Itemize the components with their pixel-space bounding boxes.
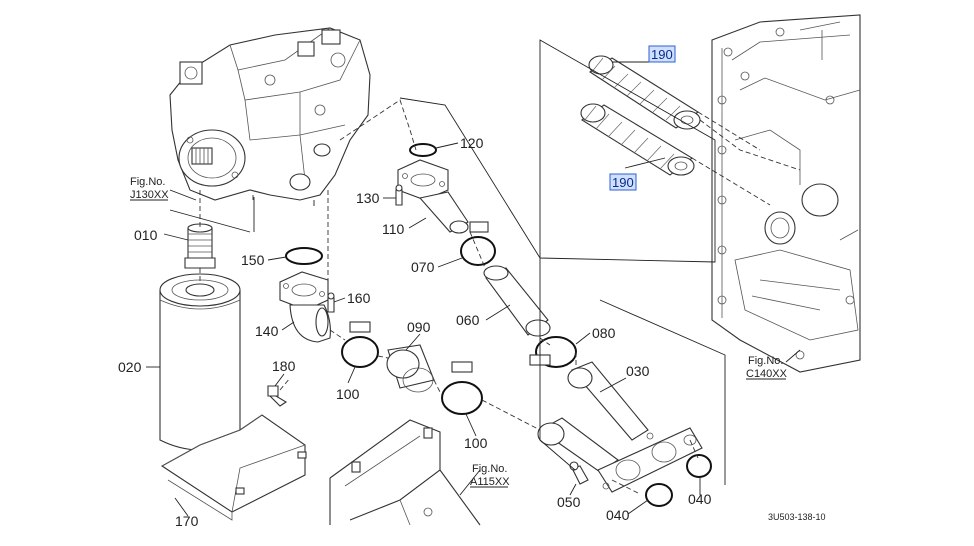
part-040-oring-upper — [686, 454, 712, 478]
part-110-flange-elbow — [397, 159, 469, 234]
part-labels: 120 130 110 070 010 150 160 140 090 060 … — [118, 135, 712, 529]
part-label-020[interactable]: 020 — [118, 359, 142, 375]
part-010-fitting — [184, 223, 216, 269]
part-150-oring — [285, 247, 323, 265]
part-060-hose — [483, 265, 551, 337]
part-label-060[interactable]: 060 — [456, 312, 480, 328]
hydraulic-pump — [169, 27, 371, 201]
highlighted-part-labels[interactable]: 190 190 — [609, 45, 676, 191]
highlight-box-190-upper — [648, 45, 676, 63]
figure-ref-j130[interactable]: Fig.No. J130XX — [130, 176, 169, 201]
figure-ref-j130-title: Fig.No. — [130, 176, 165, 188]
part-label-160[interactable]: 160 — [347, 290, 371, 306]
part-100-hose-clamp-lower — [441, 361, 483, 415]
leader-lines — [146, 61, 801, 517]
part-label-040-lower[interactable]: 040 — [606, 507, 630, 523]
transmission-case-c140 — [711, 14, 861, 373]
figure-ref-c140-code[interactable]: C140XX — [746, 368, 788, 380]
part-190-strainer-upper — [588, 55, 701, 130]
assembly-outline — [169, 39, 726, 485]
part-label-130[interactable]: 130 — [356, 190, 380, 206]
part-180-bolt — [267, 385, 288, 407]
figure-ref-a115-title: Fig.No. — [472, 463, 507, 475]
part-label-190-lower[interactable]: 190 — [612, 175, 634, 190]
figure-ref-a115-code[interactable]: A115XX — [470, 476, 510, 488]
part-020-filter — [159, 273, 241, 451]
part-100-hose-clamp-upper — [341, 321, 379, 368]
part-label-010[interactable]: 010 — [134, 227, 158, 243]
figure-ref-a115[interactable]: Fig.No. A115XX — [470, 463, 510, 488]
part-label-070[interactable]: 070 — [411, 259, 435, 275]
part-130-bolt — [395, 184, 403, 206]
figure-ref-c140[interactable]: Fig.No. C140XX — [746, 355, 788, 380]
part-label-030[interactable]: 030 — [626, 363, 650, 379]
part-label-180[interactable]: 180 — [272, 358, 296, 374]
part-190-strainer-lower — [580, 103, 695, 176]
part-label-040-upper[interactable]: 040 — [688, 491, 712, 507]
part-070-hose-clamp — [460, 221, 496, 266]
highlight-box-190-lower — [609, 173, 637, 191]
part-label-100-lower[interactable]: 100 — [464, 435, 488, 451]
part-140-flange-elbow — [279, 271, 331, 343]
part-label-080[interactable]: 080 — [592, 325, 616, 341]
part-label-090[interactable]: 090 — [407, 319, 431, 335]
part-040-oring-lower — [645, 483, 673, 507]
part-170-bracket — [160, 414, 307, 521]
part-030-pipe-manifold — [537, 361, 703, 493]
part-160-bolt — [327, 292, 335, 313]
part-080-hose-clamp — [529, 336, 577, 368]
part-label-050[interactable]: 050 — [557, 494, 581, 510]
assembly-guide-lines — [199, 99, 801, 495]
part-090-hose — [386, 344, 435, 393]
part-label-170[interactable]: 170 — [175, 513, 199, 529]
part-120-oring — [409, 143, 437, 157]
part-label-110[interactable]: 110 — [382, 221, 405, 237]
drawing-code: 3U503-138-10 — [768, 512, 826, 522]
frame-a115 — [329, 419, 481, 526]
part-label-120[interactable]: 120 — [460, 135, 484, 151]
figure-ref-j130-code[interactable]: J130XX — [130, 189, 169, 201]
figure-ref-c140-title: Fig.No. — [748, 355, 783, 367]
part-label-190-upper[interactable]: 190 — [651, 47, 673, 62]
part-label-140[interactable]: 140 — [255, 323, 279, 339]
part-050-bolt — [569, 461, 589, 485]
part-label-100-upper[interactable]: 100 — [336, 386, 360, 402]
part-label-150[interactable]: 150 — [241, 252, 265, 268]
